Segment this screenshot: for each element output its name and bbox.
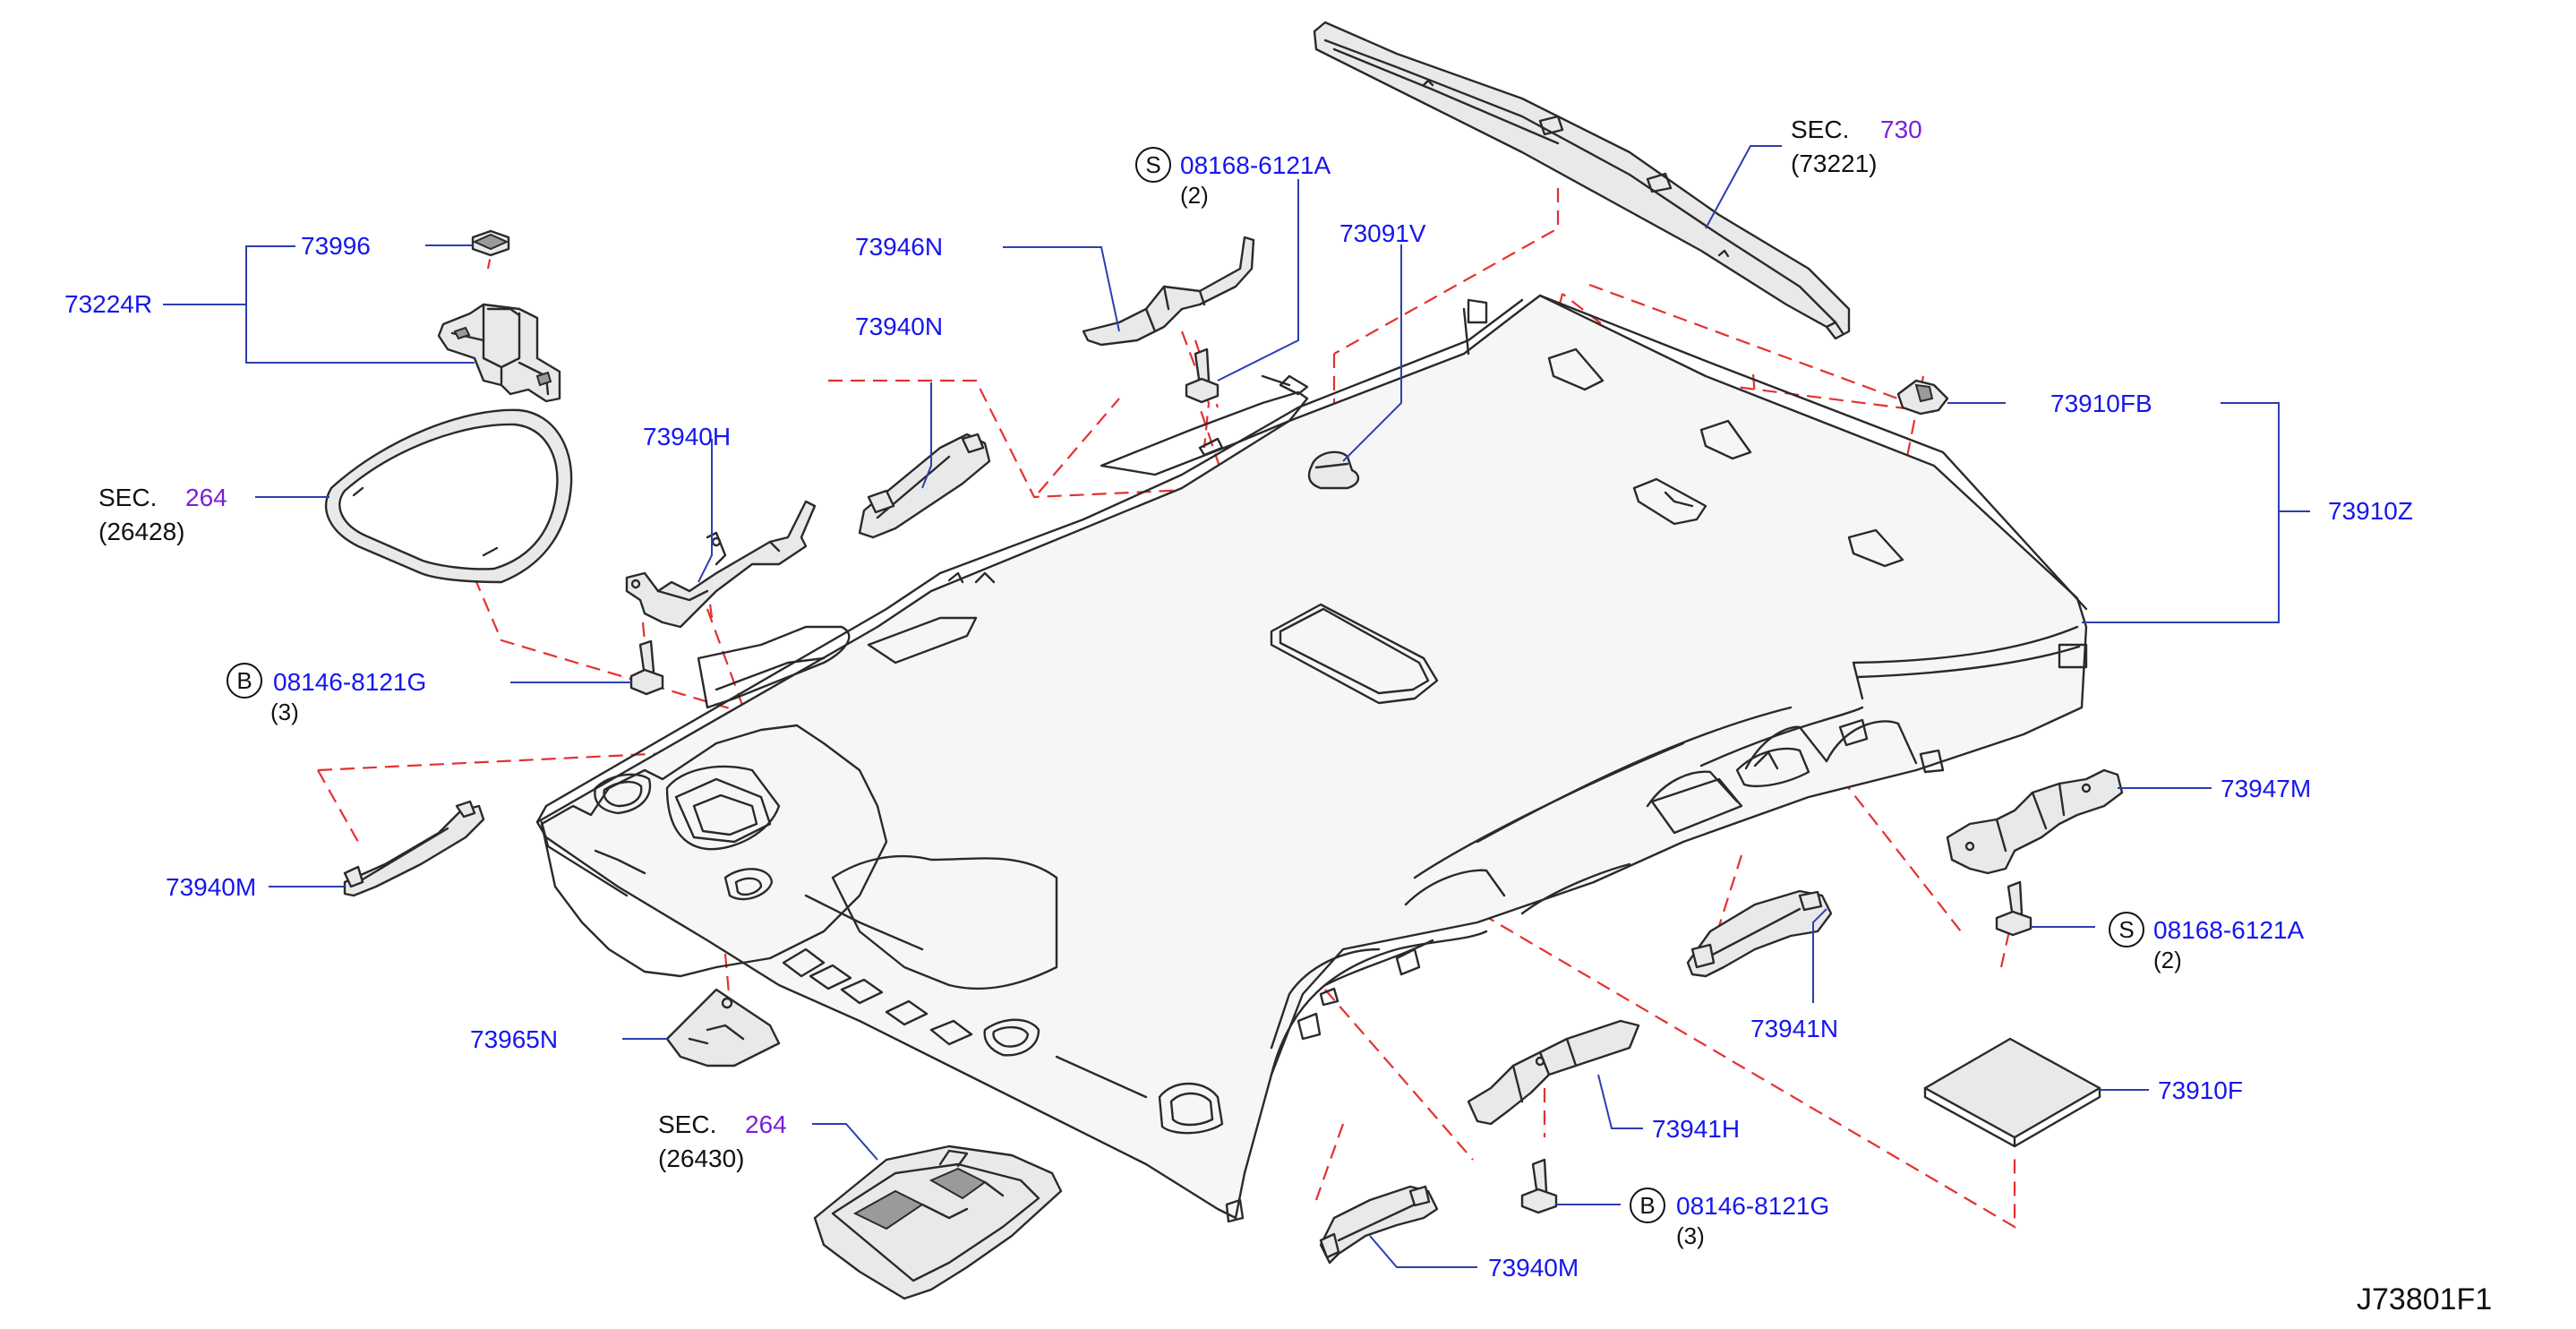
screw-08168-top bbox=[1185, 347, 1220, 404]
qty-08146-left: (3) bbox=[270, 699, 299, 725]
part-73940N-assist-grip bbox=[858, 433, 991, 539]
headlining-panel bbox=[535, 294, 2088, 1223]
label-73224R[interactable]: 73224R bbox=[64, 290, 152, 318]
label-73091V[interactable]: 73091V bbox=[1339, 219, 1426, 247]
bolt-symbol-left-letter: B bbox=[236, 667, 252, 694]
sec-730-number[interactable]: 730 bbox=[1880, 116, 1922, 143]
label-73946N[interactable]: 73946N bbox=[855, 233, 943, 261]
sec-264-a-prefix: SEC. bbox=[98, 484, 157, 511]
screw-symbol-top-letter: S bbox=[1145, 151, 1160, 178]
label-73910Z[interactable]: 73910Z bbox=[2328, 497, 2413, 525]
label-73941H[interactable]: 73941H bbox=[1652, 1115, 1740, 1143]
part-73965N-cover bbox=[665, 988, 781, 1067]
label-08168-6121A-top[interactable]: 08168-6121A bbox=[1180, 151, 1331, 179]
sec-264-b-prefix: SEC. bbox=[658, 1110, 716, 1138]
part-73940M-bottom-grip bbox=[1319, 1185, 1439, 1265]
screw-symbol-right-letter: S bbox=[2118, 916, 2134, 943]
label-73996[interactable]: 73996 bbox=[301, 232, 371, 260]
bolt-symbol-bottom-letter: B bbox=[1639, 1192, 1655, 1219]
part-73941N-assist-grip bbox=[1686, 889, 1833, 978]
screw-08168-right bbox=[1995, 880, 2033, 937]
label-73940M-bottom[interactable]: 73940M bbox=[1488, 1254, 1579, 1282]
map-lamp-assembly bbox=[813, 1145, 1063, 1300]
sunroof-trim-frame bbox=[324, 408, 573, 584]
label-73940N[interactable]: 73940N bbox=[855, 313, 943, 340]
sec-264-b-number[interactable]: 264 bbox=[745, 1110, 787, 1138]
sec-730-prefix: SEC. bbox=[1791, 116, 1849, 143]
sec-730-ref: (73221) bbox=[1791, 150, 1878, 177]
label-73941N[interactable]: 73941N bbox=[1750, 1015, 1838, 1042]
part-73946N-bracket bbox=[1082, 236, 1255, 347]
bolt-08146-left bbox=[629, 639, 664, 696]
label-08168-6121A-right[interactable]: 08168-6121A bbox=[2153, 916, 2304, 944]
part-73091V-clip bbox=[1307, 450, 1360, 490]
part-73947M-bracket bbox=[1946, 768, 2124, 875]
label-08146-8121G-bottom[interactable]: 08146-8121G bbox=[1676, 1192, 1829, 1220]
screw-symbol-top bbox=[1135, 147, 1171, 183]
part-73910FB-clip bbox=[1896, 379, 1949, 416]
qty-08168-top: (2) bbox=[1180, 182, 1209, 209]
part-73996-clip bbox=[471, 229, 510, 257]
part-73940M-left-grip bbox=[343, 800, 485, 897]
qty-08146-bottom: (3) bbox=[1676, 1222, 1705, 1249]
bolt-08146-bottom bbox=[1520, 1158, 1558, 1214]
screw-symbol-right bbox=[2109, 912, 2144, 947]
diagram-code: J73801F1 bbox=[2357, 1282, 2492, 1316]
part-73910F-pad bbox=[1923, 1037, 2101, 1148]
label-73940H[interactable]: 73940H bbox=[643, 423, 731, 450]
part-73224R-bracket bbox=[437, 303, 561, 403]
bolt-symbol-left bbox=[227, 663, 262, 699]
label-73910FB[interactable]: 73910FB bbox=[2050, 390, 2152, 417]
part-73940H-bracket bbox=[625, 500, 817, 629]
part-73941H-bracket bbox=[1467, 1019, 1640, 1126]
sec-264-b-ref: (26430) bbox=[658, 1145, 745, 1172]
bolt-symbol-bottom bbox=[1630, 1188, 1665, 1223]
label-08146-8121G-left[interactable]: 08146-8121G bbox=[273, 668, 426, 696]
roof-reinforcement-bar bbox=[1313, 21, 1851, 340]
label-73910F[interactable]: 73910F bbox=[2158, 1076, 2243, 1104]
sec-264-a-number[interactable]: 264 bbox=[185, 484, 227, 511]
part-labels: 73996 73224R 73946N 73940N S 08168-6121A… bbox=[64, 116, 2492, 1316]
label-73940M-left[interactable]: 73940M bbox=[166, 873, 256, 901]
qty-08168-right: (2) bbox=[2153, 947, 2182, 973]
callout-leader-lines bbox=[163, 145, 2310, 1268]
label-73947M[interactable]: 73947M bbox=[2221, 775, 2311, 802]
sec-264-a-ref: (26428) bbox=[98, 518, 185, 545]
label-73965N[interactable]: 73965N bbox=[470, 1025, 558, 1053]
